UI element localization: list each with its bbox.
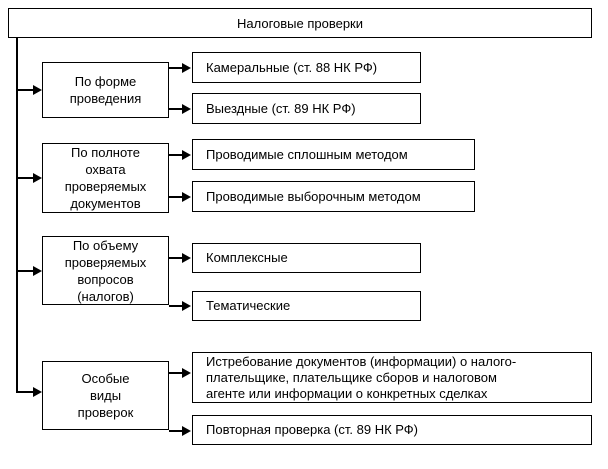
leaf-node-tematicheskie-label: Тематические [206,298,291,313]
arrowhead-completeness-to-sploshnoy [182,150,191,160]
arrowhead-trunk-to-branch-scope [33,266,42,276]
arrowhead-scope-to-tematicheskie [182,301,191,311]
arrowhead-trunk-to-branch-completeness [33,173,42,183]
connector-trunk-to-branch-scope [18,270,33,272]
connector-trunk-to-branch-form [18,89,33,91]
leaf-node-istrebovanie-dokumentov-label: Истребование документов (информации) о н… [206,353,517,401]
branch-node-by-scope-label: По объему проверяемых вопросов (налогов) [64,237,147,304]
leaf-node-sploshnoy-metod-label: Проводимые сплошным методом [206,146,408,162]
leaf-node-tematicheskie: Тематические [192,291,421,321]
arrowhead-completeness-to-vyborochnyy [182,192,191,202]
connector-special-to-istrebovanie [169,372,183,374]
branch-node-by-scope: По объему проверяемых вопросов (налогов) [42,236,169,305]
branch-node-by-form-label: По форме проведения [69,74,142,106]
branch-node-special-types-label: Особые виды проверок [77,371,134,420]
connector-form-to-kameralnye [169,67,183,69]
leaf-node-kompleksnye-label: Комплексные [206,250,288,265]
connector-trunk-to-branch-special [18,391,33,393]
arrowhead-form-to-kameralnye [182,63,191,73]
leaf-node-istrebovanie-dokumentov: Истребование документов (информации) о н… [192,352,592,403]
connector-completeness-to-sploshnoy [169,154,183,156]
connector-scope-to-tematicheskie [169,305,183,307]
leaf-node-vyezdnye-label: Выездные (ст. 89 НК РФ) [206,100,356,116]
root-node-label: Налоговые проверки [236,15,364,31]
leaf-node-kameralnye: Камеральные (ст. 88 НК РФ) [192,52,421,83]
connector-form-to-vyezdnye [169,108,183,110]
leaf-node-kameralnye-label: Камеральные (ст. 88 НК РФ) [206,59,378,75]
arrowhead-scope-to-kompleksnye [182,253,191,263]
leaf-node-povtornaya-proverka: Повторная проверка (ст. 89 НК РФ) [192,415,592,445]
connector-trunk-to-branch-completeness [18,177,33,179]
arrowhead-special-to-istrebovanie [182,368,191,378]
branch-node-by-completeness: По полноте охвата проверяемых документов [42,143,169,213]
trunk-connector-line [16,38,18,393]
root-node-tax-audits: Налоговые проверки [8,8,592,38]
connector-scope-to-kompleksnye [169,257,183,259]
arrowhead-form-to-vyezdnye [182,104,191,114]
branch-node-special-types: Особые виды проверок [42,361,169,430]
arrowhead-trunk-to-branch-form [33,85,42,95]
leaf-node-kompleksnye: Комплексные [192,243,421,273]
arrowhead-special-to-povtornaya [182,426,191,436]
branch-node-by-form: По форме проведения [42,62,169,118]
leaf-node-sploshnoy-metod: Проводимые сплошным методом [192,139,475,170]
leaf-node-vyborochnyy-metod-label: Проводимые выборочным методом [206,188,421,204]
connector-special-to-povtornaya [169,430,183,432]
leaf-node-povtornaya-proverka-label: Повторная проверка (ст. 89 НК РФ) [206,422,419,437]
arrowhead-trunk-to-branch-special [33,387,42,397]
leaf-node-vyezdnye: Выездные (ст. 89 НК РФ) [192,93,421,124]
connector-completeness-to-vyborochnyy [169,196,183,198]
branch-node-by-completeness-label: По полноте охвата проверяемых документов [64,145,147,211]
leaf-node-vyborochnyy-metod: Проводимые выборочным методом [192,181,475,212]
